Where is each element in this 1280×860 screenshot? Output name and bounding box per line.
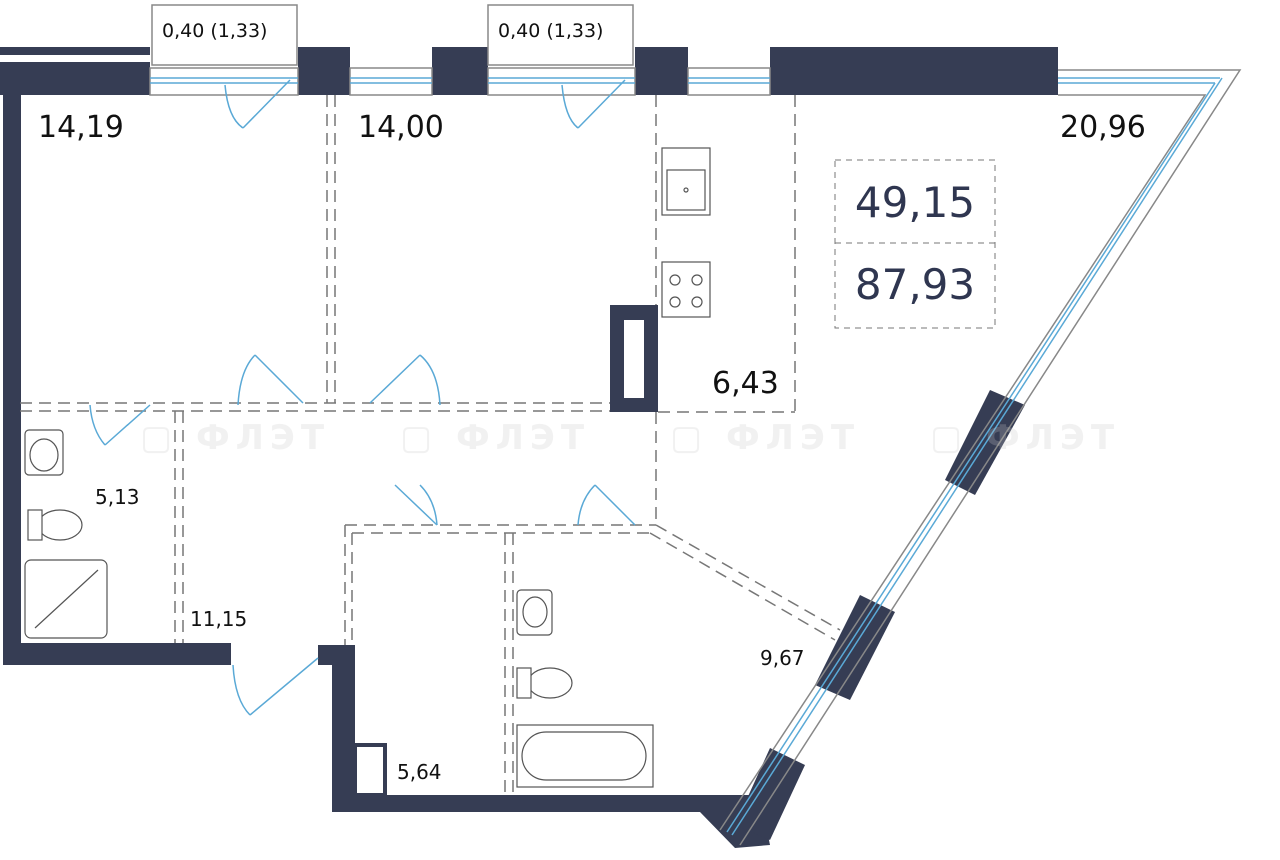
stove-icon	[661, 261, 711, 318]
room-area: 14,19	[38, 110, 124, 145]
room-area: 11,15	[190, 607, 248, 631]
windows	[149, 4, 1242, 846]
balcony-label: 0,40 (1,33)	[162, 20, 268, 42]
room-area: 14,00	[358, 110, 444, 145]
watermark: ▢ ФЛЭТ	[140, 418, 331, 458]
room-area: 20,96	[1060, 110, 1146, 145]
toilet-icon	[527, 667, 573, 699]
doors	[89, 79, 636, 716]
toilet-icon	[37, 509, 83, 541]
watermark: ▢ ФЛЭТ	[930, 418, 1121, 458]
room-area: 5,64	[397, 760, 442, 784]
partitions	[20, 95, 841, 795]
room-area: 9,67	[760, 646, 805, 670]
total-area: 87,93	[854, 260, 976, 309]
room-area: 6,43	[712, 366, 779, 401]
watermark: ▢ ФЛЭТ	[670, 418, 861, 458]
fixtures	[24, 147, 711, 788]
watermark: ▢ ФЛЭТ	[400, 418, 591, 458]
living-area: 49,15	[854, 178, 976, 227]
balcony-label: 0,40 (1,33)	[498, 20, 604, 42]
summary-box	[834, 159, 996, 329]
room-area: 5,13	[95, 485, 140, 509]
